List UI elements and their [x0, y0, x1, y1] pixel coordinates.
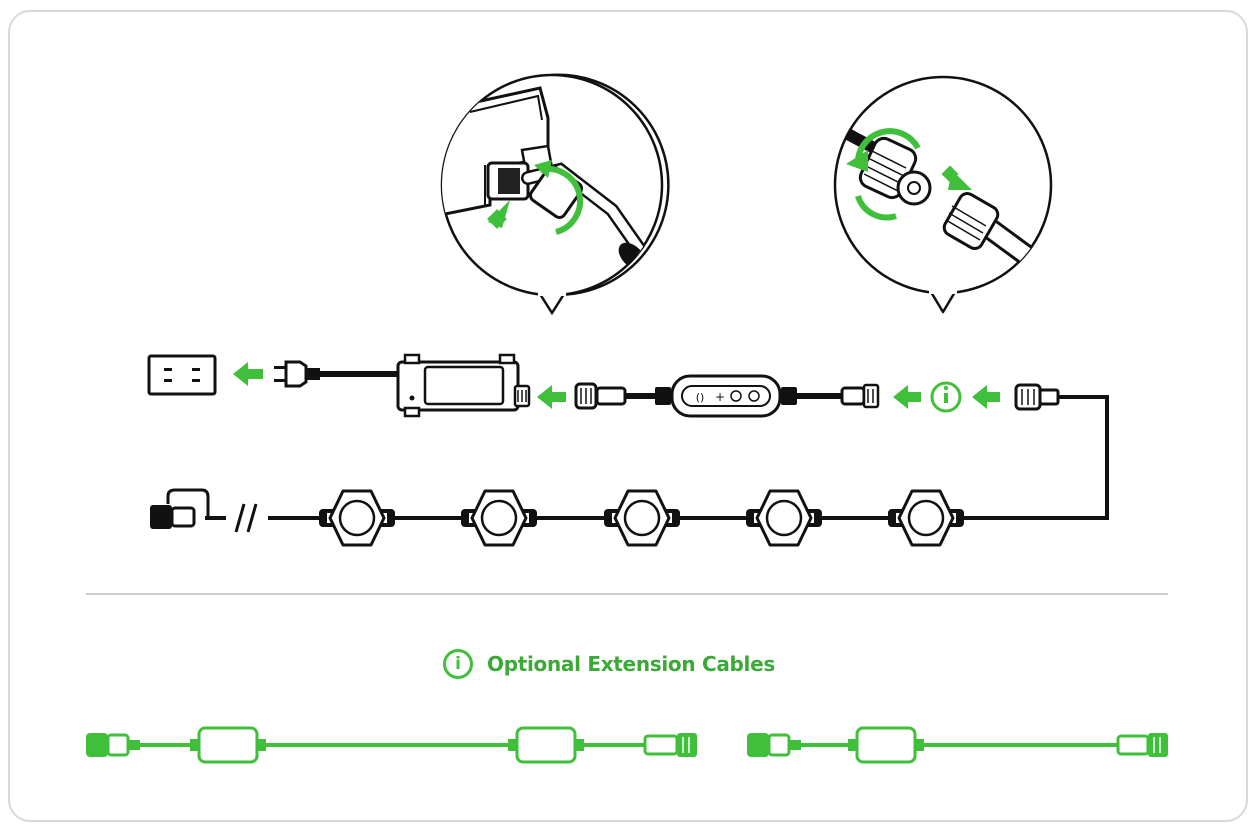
zoom-bubble-adapter-connection [440, 73, 670, 316]
caption-text: Optional Extension Cables [487, 652, 775, 676]
arrow-left-icon [972, 385, 1000, 409]
extension-cable-icon [747, 726, 1168, 764]
extension-cable-icon [86, 726, 697, 764]
led-light-node-icon [888, 489, 964, 547]
info-icon [930, 381, 962, 413]
arrow-left-icon [893, 385, 921, 409]
svg-text:+: + [715, 390, 725, 404]
led-light-node-icon [746, 489, 822, 547]
power-adapter-icon [396, 353, 531, 418]
info-icon: i [443, 649, 473, 679]
zoom-bubble-connector-twist [833, 75, 1053, 314]
end-cap-icon [150, 488, 210, 529]
wall-outlet-icon [147, 354, 217, 396]
arrow-left-icon [537, 385, 566, 409]
cable-break-mark [234, 503, 258, 533]
controller-icon: () + [574, 374, 880, 418]
led-light-node-icon [604, 489, 680, 547]
connector-icon [1014, 383, 1060, 411]
svg-text:(): () [696, 391, 705, 404]
arrow-left-icon [233, 362, 263, 386]
led-light-node-icon [461, 489, 537, 547]
extension-cables-caption: i Optional Extension Cables [443, 644, 775, 684]
led-light-node-icon [319, 489, 395, 547]
power-plug-icon [274, 360, 400, 388]
